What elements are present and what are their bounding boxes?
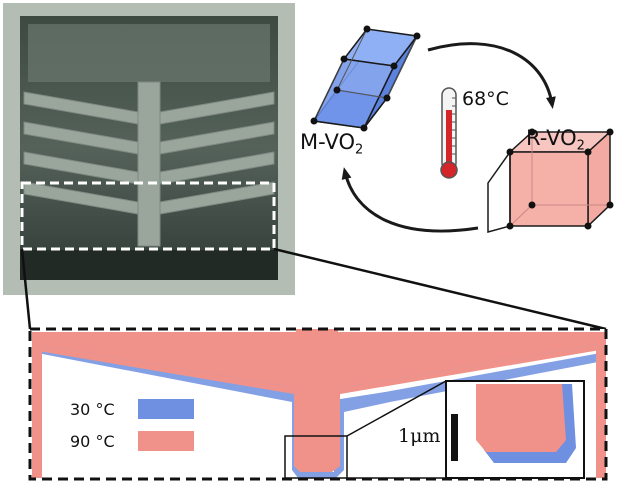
inset-magnified: [445, 380, 585, 479]
zoom-line-right: [273, 247, 607, 331]
zoom-line-left: [20, 248, 32, 330]
legend-swatch-90: [138, 431, 194, 451]
transition-temperature: 68°C: [462, 88, 509, 110]
device-micrograph: [3, 3, 295, 295]
monoclinic-cell: [310, 25, 421, 132]
rutile-subscript: 2: [576, 138, 585, 154]
legend-swatch-30: [138, 399, 194, 419]
rutile-label: R-VO2: [526, 128, 585, 153]
cooling-arrow: [341, 167, 479, 233]
thermometer-icon: [440, 87, 458, 179]
monoclinic-subscript: 2: [355, 142, 364, 158]
scale-bar-label: 1μm: [398, 425, 441, 447]
monoclinic-label-text: M-VO: [300, 130, 355, 154]
legend-label-30: 30 °C: [70, 400, 115, 419]
monoclinic-label: M-VO2: [300, 132, 363, 157]
rutile-label-text: R-VO: [526, 126, 577, 150]
inset-target-box: [284, 435, 348, 479]
rutile-cell: [487, 128, 614, 233]
heating-arrow: [427, 42, 556, 109]
hot-state-shape: [32, 329, 606, 478]
scale-bar: [451, 414, 458, 461]
inset-line-top: [346, 380, 447, 437]
zoom-panel: [28, 327, 608, 481]
legend-label-90: 90 °C: [70, 432, 115, 451]
